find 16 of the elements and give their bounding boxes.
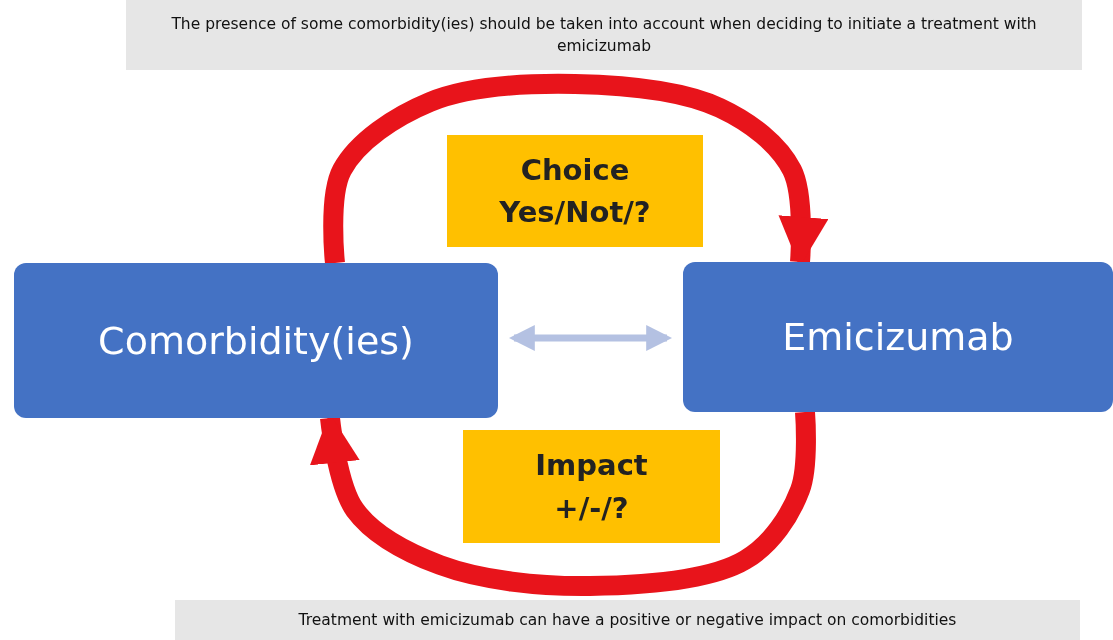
node-text: Emicizumab: [782, 315, 1014, 359]
node-text: Treatment with emicizumab can have a positive or negative impact on comorbidities: [298, 609, 957, 631]
process-box: [14, 263, 498, 418]
note-box: [175, 600, 1080, 640]
node-text: Impact: [535, 447, 648, 485]
node-text: Choice: [520, 151, 630, 189]
node-text: Yes/Not/?: [499, 194, 651, 231]
node-text: Comorbidity(ies): [98, 318, 414, 363]
note-box: [126, 0, 1082, 70]
process-box: [683, 262, 1113, 412]
arrow: [310, 411, 816, 596]
label-box: [463, 430, 720, 543]
node-text: +/-/?: [554, 489, 629, 527]
node-text: The presence of some comorbidity(ies) should be taken into account when deciding to initiate a treatment with emicizumab: [170, 13, 1038, 57]
label-box: [447, 135, 703, 247]
arrow: [508, 325, 673, 351]
